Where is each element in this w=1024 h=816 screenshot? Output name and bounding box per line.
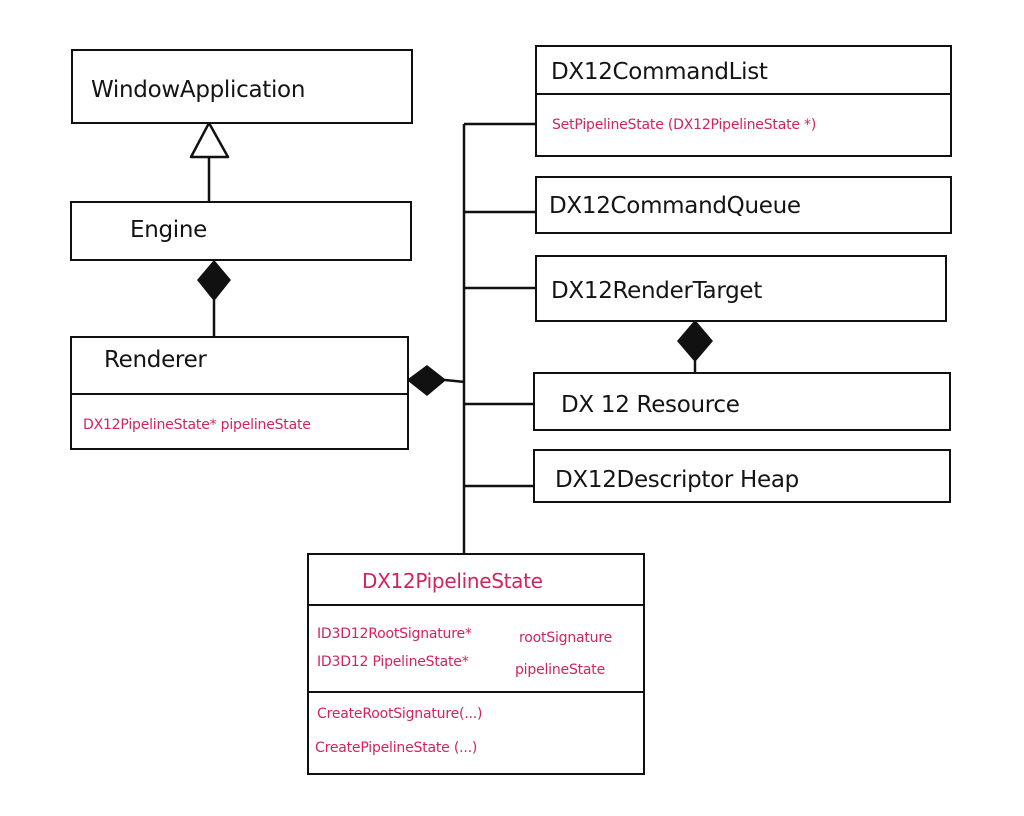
class-renderer: Renderer DX12PipelineState* pipelineStat…	[70, 336, 409, 450]
command-list-method: SetPipelineState (DX12PipelineState *)	[552, 117, 817, 133]
class-name-command-queue: DX12CommandQueue	[549, 193, 801, 219]
renderer-composition-diamond	[406, 365, 447, 396]
class-name-renderer: Renderer	[104, 347, 207, 373]
renderer-divider	[70, 393, 409, 395]
class-pipeline-state: DX12PipelineState ID3D12RootSignature* r…	[307, 553, 645, 775]
render-target-composition-diamond	[677, 319, 713, 363]
pipeline-state-attribute-name: pipelineState	[515, 662, 605, 678]
pipeline-state-attribute-type: ID3D12 PipelineState*	[317, 654, 469, 670]
class-name-command-list: DX12CommandList	[551, 59, 768, 85]
pipeline-state-divider-top	[307, 604, 645, 606]
class-command-list: DX12CommandList SetPipelineState (DX12Pi…	[535, 45, 952, 157]
renderer-attribute: DX12PipelineState* pipelineState	[83, 417, 311, 433]
class-window-application: WindowApplication	[71, 49, 413, 124]
command-list-divider	[535, 93, 952, 95]
class-engine: Engine	[70, 201, 412, 261]
class-name-engine: Engine	[130, 217, 208, 243]
pipeline-state-attribute-type: ID3D12RootSignature*	[317, 626, 472, 642]
class-descriptor-heap: DX12Descriptor Heap	[533, 449, 951, 503]
pipeline-state-attribute-name: rootSignature	[519, 630, 613, 646]
class-name-descriptor-heap: DX12Descriptor Heap	[555, 467, 799, 493]
class-name-pipeline-state: DX12PipelineState	[362, 569, 543, 593]
class-name-render-target: DX12RenderTarget	[551, 278, 762, 304]
class-resource: DX 12 Resource	[533, 372, 951, 431]
class-name-window-application: WindowApplication	[91, 77, 306, 103]
pipeline-state-method: CreatePipelineState (...)	[315, 740, 478, 756]
pipeline-state-divider-bottom	[307, 691, 645, 693]
class-command-queue: DX12CommandQueue	[535, 176, 952, 234]
class-render-target: DX12RenderTarget	[535, 255, 947, 322]
class-name-resource: DX 12 Resource	[561, 392, 740, 418]
inheritance-arrowhead	[189, 121, 230, 159]
engine-composition-diamond	[197, 259, 231, 302]
renderer-bus-line	[444, 378, 466, 384]
pipeline-state-method: CreateRootSignature(...)	[317, 706, 483, 722]
